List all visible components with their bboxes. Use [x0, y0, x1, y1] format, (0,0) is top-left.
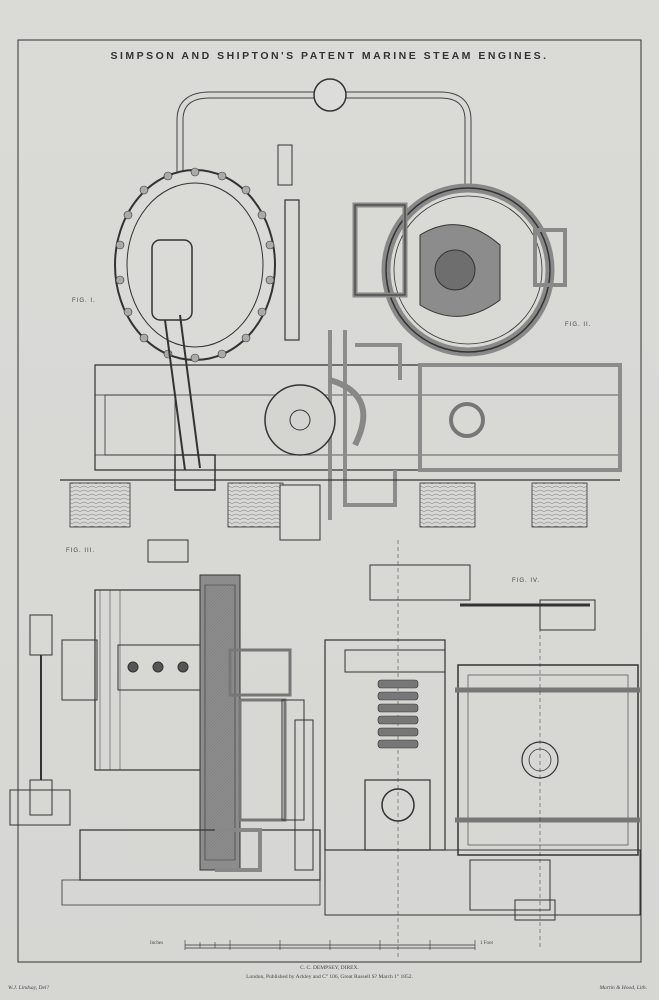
fig3-side-elevation	[9, 539, 321, 906]
crank-disc	[264, 384, 336, 456]
pipe-valve	[313, 78, 347, 112]
fig3-label: FIG. III.	[66, 548, 96, 554]
fig4-label: FIG. IV.	[512, 578, 541, 584]
scale-bar	[184, 940, 476, 950]
publisher-line: London, Published by Ackley and C° 106, …	[246, 974, 413, 980]
cylinder-bolts	[115, 167, 275, 363]
oscillating-cylinder	[114, 169, 276, 361]
air-pump	[449, 402, 485, 438]
scale-left-label: Inches	[150, 941, 164, 946]
plate-title: SIMPSON AND SHIPTON'S PATENT MARINE STEA…	[110, 50, 549, 62]
upper-engine	[60, 78, 622, 541]
scale-right-label: 1 Foot	[480, 941, 493, 946]
fig2-label: FIG. II.	[565, 322, 592, 328]
eccentric-stack	[377, 679, 419, 749]
slide-valve-box	[352, 202, 408, 298]
delineator-credit: W.J. Lindsay, Del?	[8, 985, 50, 991]
lithographer-credit: Martin & Hood, Lith.	[599, 985, 647, 991]
cylinder-plan	[457, 664, 639, 856]
plate-border	[17, 39, 642, 963]
engraver-line: C. C. DEMPSEY, DIREX.	[300, 965, 359, 971]
timber-beams	[69, 482, 588, 528]
fig4-plan-view	[324, 540, 641, 960]
guide-column	[284, 199, 300, 341]
fig1-label: FIG. I.	[72, 298, 96, 304]
